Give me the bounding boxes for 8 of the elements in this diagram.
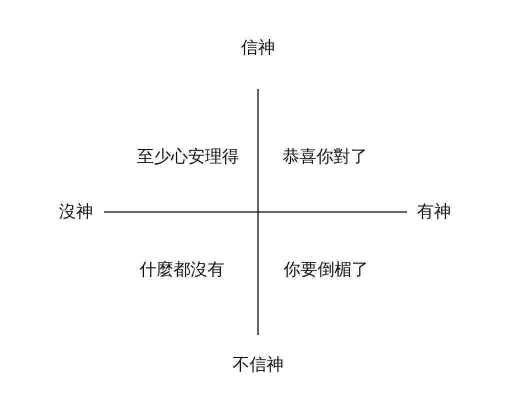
quadrant-label: 什麼都沒有 (140, 260, 224, 280)
axis-label: 沒神 (59, 202, 93, 222)
axis-label: 不信神 (232, 355, 284, 375)
quadrant-label: 至少心安理得 (137, 147, 239, 167)
quadrant-label: 你要倒楣了 (284, 260, 368, 280)
axis-label: 有神 (417, 202, 451, 222)
quadrant-label: 恭喜你對了 (282, 147, 368, 167)
axis-label: 信神 (241, 38, 275, 58)
